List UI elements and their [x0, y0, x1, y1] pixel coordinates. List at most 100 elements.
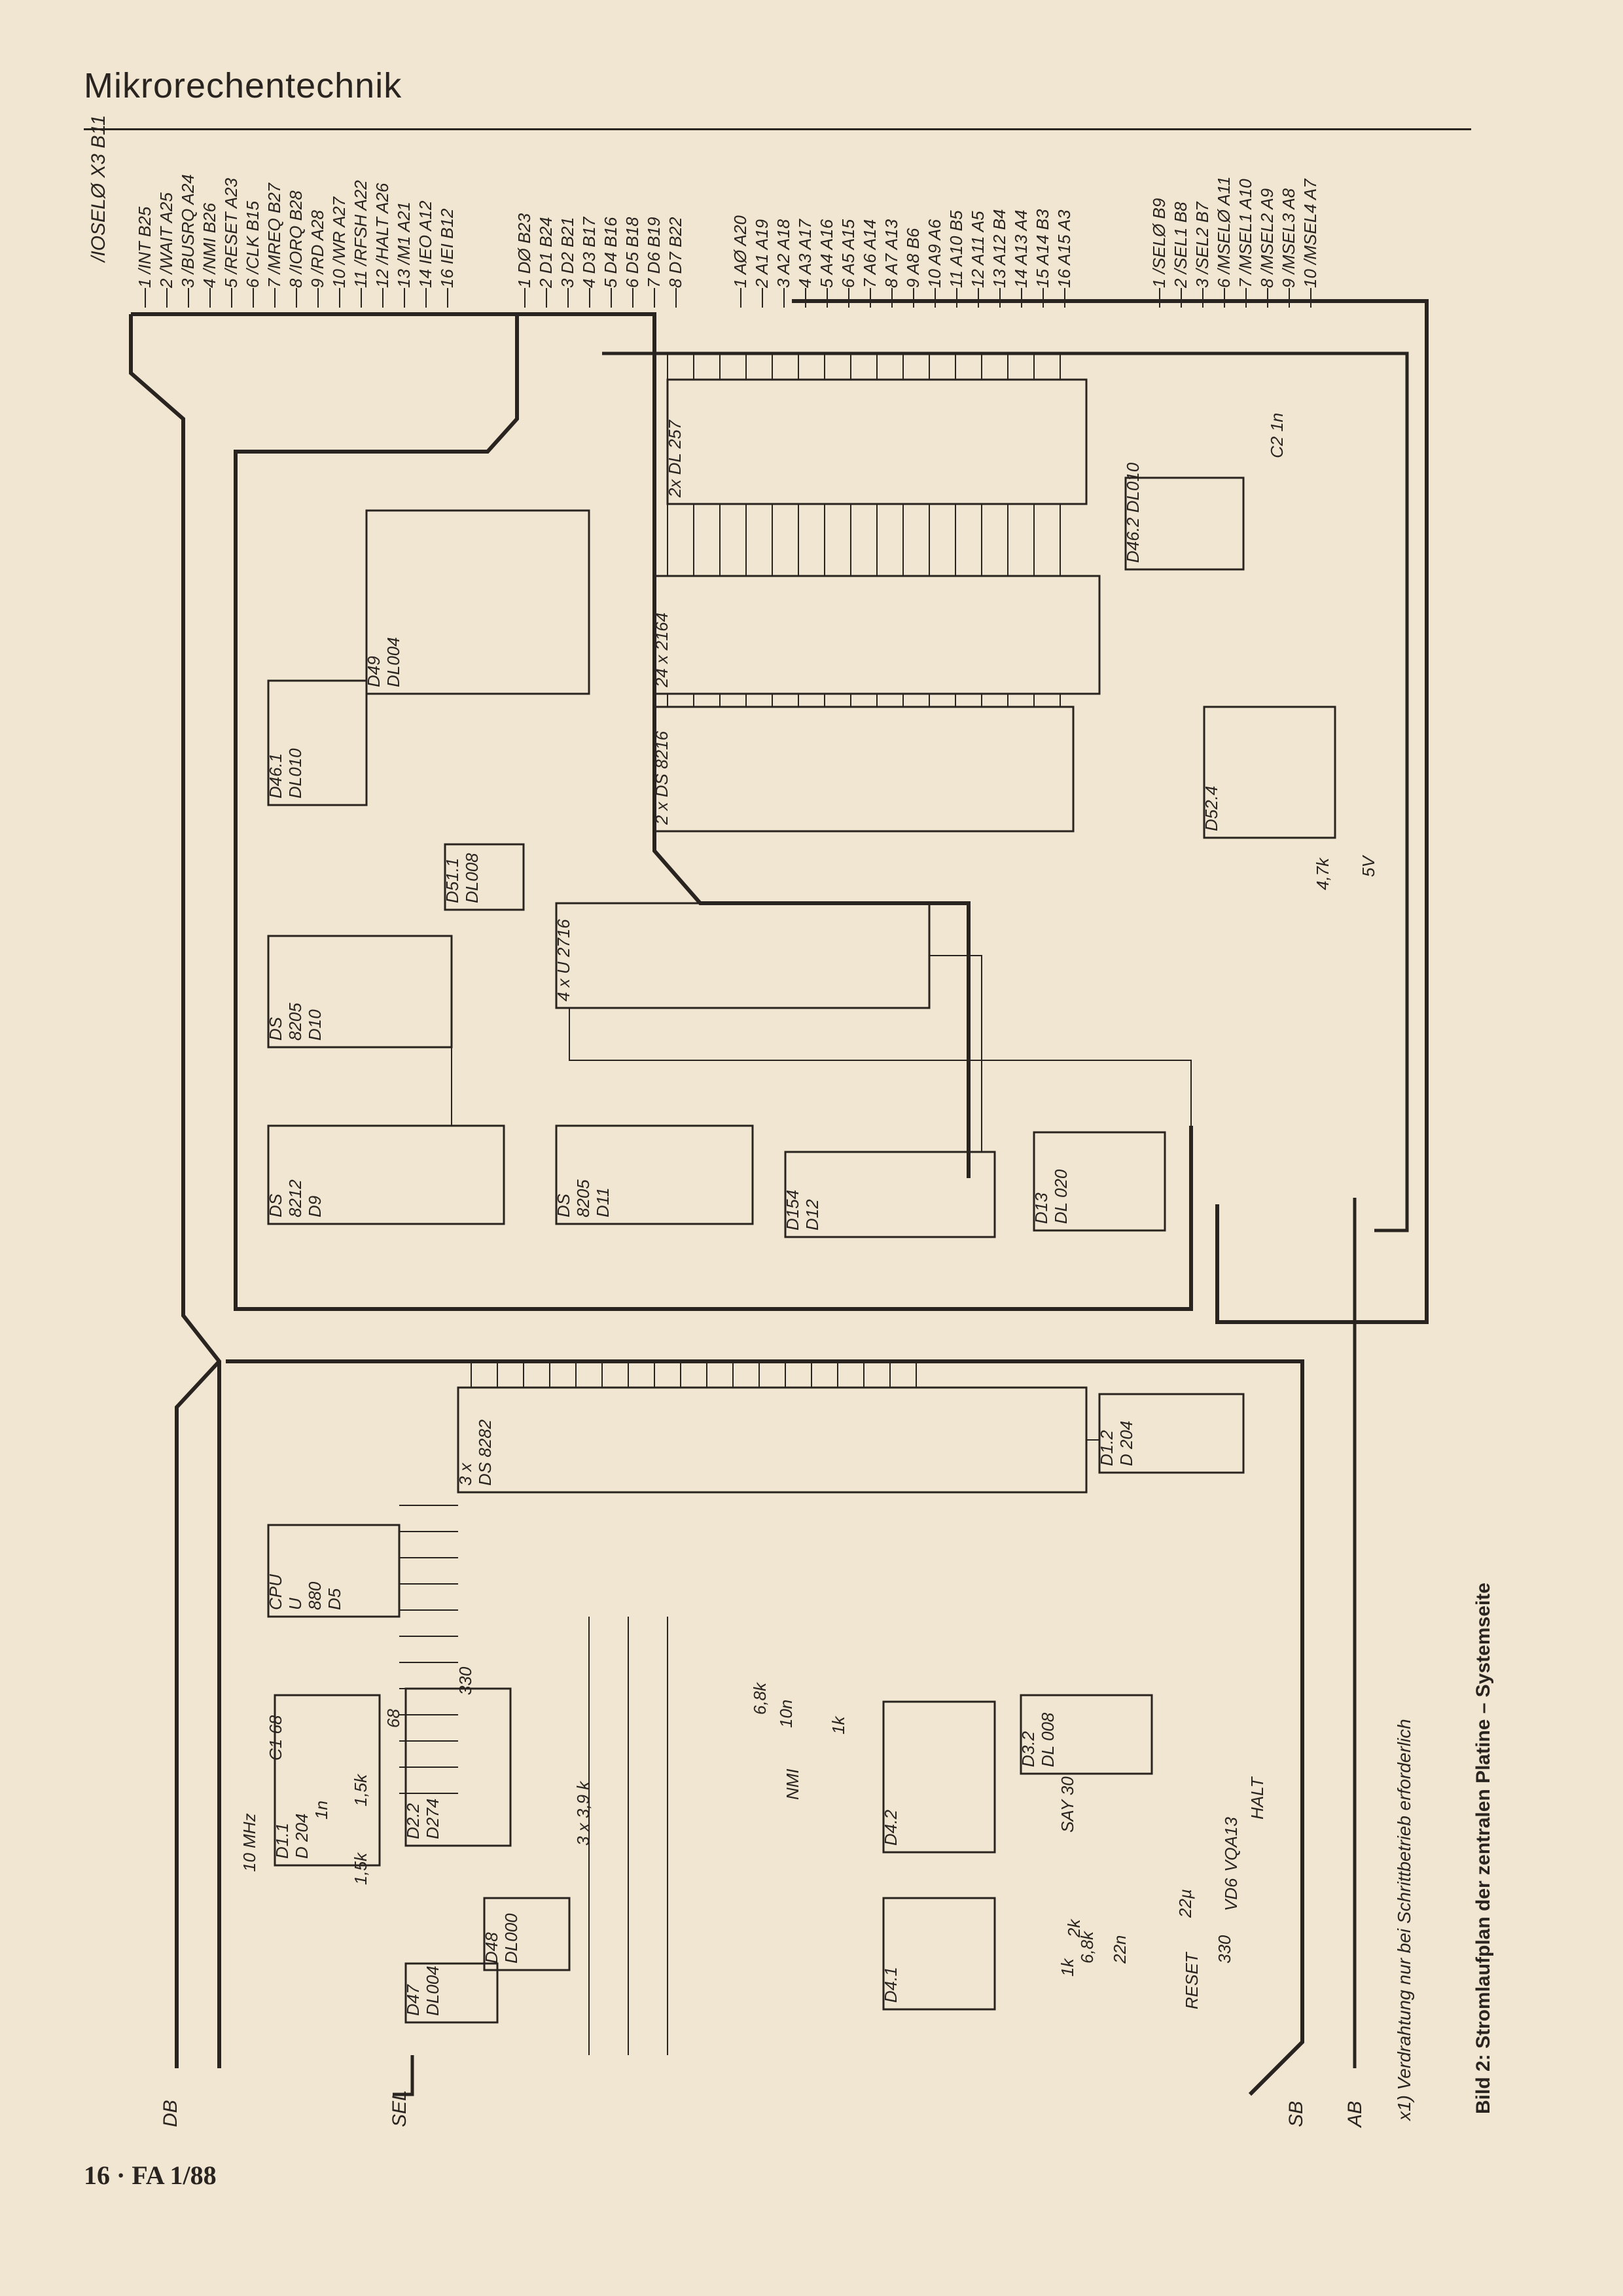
connector-pin-label: 2 /SEL1 B8: [1171, 202, 1190, 289]
connector-pin-label: 1 /SELØ B9: [1149, 198, 1169, 288]
component-sav30-label: SAY 30: [1058, 1776, 1077, 1833]
component-vd-label: VD6: [1221, 1878, 1241, 1911]
connector-pin-label: 4 /NMI B26: [200, 202, 219, 288]
connector-pin-label: 2 A1 A19: [752, 219, 772, 289]
bus-label-sb: SB: [1285, 2101, 1307, 2127]
connector-pin-label: 5 A4 A16: [817, 219, 836, 288]
connector-pin-label: 12 A11 A5: [968, 211, 988, 288]
sel-bus-line: [393, 2055, 414, 2096]
db-bus-line: [129, 314, 221, 2068]
connector-pin-label: 11 A10 B5: [946, 210, 966, 288]
connector-pin-label: 8 A7 A13: [882, 219, 901, 288]
component-r15b-label: 1,5k: [351, 1852, 370, 1885]
connector-pin-label: 8 /MSEL2 A9: [1257, 188, 1277, 288]
component-r330-label: 330: [455, 1666, 475, 1695]
component-r68k-label: 6,8k: [750, 1681, 770, 1715]
chip-d48-box: [483, 1897, 571, 1971]
chip-d11-box: [274, 1694, 381, 1867]
connector-pin-label: 3 /SEL2 B7: [1192, 201, 1212, 288]
connector-pin-label: 3 D2 B21: [558, 217, 577, 288]
chip-d42-box: [882, 1700, 996, 1854]
connector-pin-label: 7 A6 A14: [860, 219, 880, 288]
connector-pin-label: 8 D7 B22: [666, 217, 685, 288]
connector-pin-label: 11 /RFSH A22: [351, 180, 370, 288]
chip-ds8205_d11-label: DS8205D11: [554, 1179, 613, 1217]
connector-pin-label: 2 D1 B24: [536, 217, 556, 289]
chip-ds8205_d10-box: [267, 935, 453, 1049]
connector-pin-label: 10 /WR A27: [329, 196, 349, 288]
connector-pin-label: 12 /HALT A26: [372, 183, 392, 288]
connector-pin-label: 6 A5 A15: [838, 219, 858, 288]
chip-dram-label: 24 x 2164: [652, 613, 671, 688]
connector-pin-label: 8 /IORQ B28: [286, 190, 306, 288]
page-title: Mikrorechentechnik: [84, 66, 402, 105]
chip-d47-box: [404, 1962, 499, 2024]
chip-d13-label: D13DL 020: [1031, 1169, 1071, 1224]
connector-pin-label: 7 /MSEL1 A10: [1236, 179, 1255, 288]
connector-pin-label: 1 DØ B23: [514, 213, 534, 288]
component-r1k-label: 1k: [829, 1715, 848, 1734]
connector-pin-label: 9 /RD A28: [308, 209, 327, 288]
component-r68k2-label: 6,8k: [1077, 1930, 1097, 1964]
connector-pin-label: 6 /MSELØ A11: [1214, 176, 1234, 288]
connector-pin-label: 16 IEI B12: [437, 208, 457, 288]
chip-ds8212_d9-box: [267, 1124, 505, 1225]
component-c22u-label: 22µ: [1175, 1889, 1195, 1918]
connector-pin-label: 14 IEO A12: [416, 200, 435, 288]
chip-dl010-label: D46.2 DL010: [1123, 462, 1143, 563]
chip-d2-label: D2.2D274: [403, 1799, 442, 1839]
component-xtal-label: 10 MHz: [240, 1813, 259, 1872]
chip-ds8282-label: 3 xDS 8282: [455, 1419, 495, 1486]
component-r1k2-label: 1k: [1058, 1958, 1077, 1977]
chip-d3-label: D3.2DL 008: [1018, 1712, 1058, 1767]
component-r2k-label: 2k: [1064, 1918, 1084, 1938]
connector-pin-label: 3 A2 A18: [774, 219, 793, 288]
component-c1-label: C1 68: [266, 1715, 285, 1761]
component-c2-label: C2 1n: [1267, 413, 1287, 458]
chip-d47-label: D47DL004: [403, 1965, 442, 2016]
connector-pin-label: 1 AØ A20: [730, 215, 750, 288]
component-rpack-label: 3 x 3,9 k: [573, 1780, 593, 1846]
chip-d41-box: [882, 1897, 996, 2011]
sb-bus-line: [226, 1359, 1304, 2096]
chip-d154-box: [784, 1151, 996, 1238]
connector-pin-label: 5 D4 B16: [601, 217, 620, 288]
chip-d3-box: [1020, 1694, 1153, 1775]
connector-pin-label: 10 /MSEL4 A7: [1300, 178, 1320, 288]
connector-pin-label: 2 /WAIT A25: [156, 192, 176, 289]
connector-pin-label: 14 A13 A4: [1011, 209, 1031, 288]
chip-cpu-label: CPUU880D5: [266, 1574, 344, 1610]
chip-eprom-box: [555, 902, 931, 1009]
connector-pin-label: 16 A15 A3: [1054, 209, 1074, 288]
component-r15a-label: 1,5k: [351, 1773, 370, 1806]
component-led_r-label: 330: [1215, 1935, 1234, 1964]
connector-pin-label: 15 A14 B3: [1033, 209, 1052, 288]
chip-d52-label: D52.4: [1202, 786, 1221, 831]
chip-d42-label: D4.2: [881, 1810, 901, 1846]
connector-pin-label: 3 /BUSRQ A24: [178, 174, 198, 288]
chip-d11-label: D1.1D 204: [272, 1814, 312, 1859]
chip-dl010-box: [1124, 476, 1245, 571]
header-rule: [84, 128, 1471, 130]
connector-pin-label: 9 A8 B6: [903, 228, 923, 288]
component-reset-label: RESET: [1182, 1951, 1202, 2009]
component-c10n-label: 10n: [776, 1700, 796, 1728]
chip-ds8205_d11-box: [555, 1124, 754, 1225]
component-c1n-label: 1n: [312, 1801, 331, 1820]
connector-pin-label: 1 /INT B25: [135, 206, 154, 288]
component-halt-label: HALT: [1247, 1776, 1267, 1820]
bus-label-sel: SEL: [389, 2090, 410, 2127]
chip-cpu-box: [267, 1524, 401, 1618]
chip-d46-box: [267, 679, 368, 806]
connector-pin-label: 10 A9 A6: [925, 219, 944, 288]
connector-pin-label: 4 D3 B17: [579, 216, 599, 288]
component-led-label: VQA13: [1221, 1817, 1241, 1872]
chip-d13-box: [1033, 1131, 1166, 1232]
connector-pin-label: 6 /CLK B15: [243, 200, 262, 288]
chip-d52-box: [1203, 706, 1336, 839]
component-c22n-label: 22n: [1110, 1935, 1130, 1964]
connector-pin-label: 7 /MREQ B27: [264, 182, 284, 288]
connector-pin-label: 13 /M1 A21: [394, 202, 414, 288]
component-r47k-label: 4,7k: [1313, 857, 1332, 890]
